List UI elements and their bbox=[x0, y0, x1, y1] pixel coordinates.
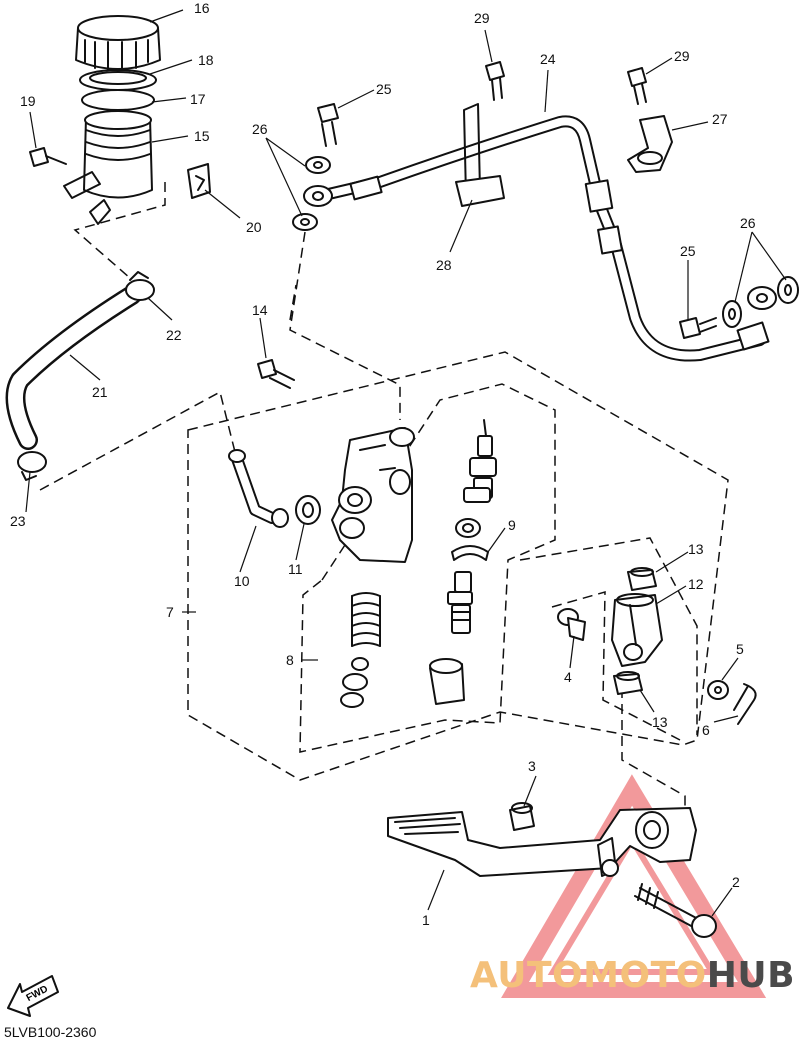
bolt-25-lower bbox=[679, 317, 717, 339]
callout-24: 24 bbox=[540, 51, 556, 67]
callout-labels: 16 18 17 19 15 20 29 24 29 25 27 26 28 2… bbox=[10, 0, 756, 928]
master-cylinder-body bbox=[331, 427, 415, 563]
watermark-text: AUTOMOTOHUB bbox=[470, 955, 795, 996]
nut-13-upper bbox=[627, 567, 657, 591]
callout-2: 2 bbox=[732, 874, 740, 890]
link-to-bolt14 bbox=[289, 284, 297, 321]
brake-pedal-1 bbox=[387, 807, 697, 877]
bolt-29-right bbox=[627, 67, 647, 105]
plate-17 bbox=[81, 89, 155, 111]
hose-21 bbox=[5, 285, 142, 450]
cotter-pin-6 bbox=[733, 683, 757, 725]
clevis-12 bbox=[611, 593, 663, 667]
pedal-link-outline bbox=[519, 537, 698, 735]
callout-21: 21 bbox=[92, 384, 108, 400]
callout-12: 12 bbox=[688, 576, 704, 592]
callout-27: 27 bbox=[712, 111, 728, 127]
watermark-text-a: AUTOMOTO bbox=[470, 955, 707, 996]
link-reservoir-hose bbox=[73, 182, 166, 279]
clamp-27 bbox=[627, 115, 673, 173]
callout-6: 6 bbox=[702, 722, 710, 738]
watermark-text-b: HUB bbox=[706, 955, 796, 996]
washer-5 bbox=[707, 680, 729, 700]
callout-29-right: 29 bbox=[674, 48, 690, 64]
callout-13-upper: 13 bbox=[688, 541, 704, 557]
nut-13-lower bbox=[613, 671, 643, 695]
bolt-2 bbox=[634, 883, 717, 938]
leader-lines bbox=[25, 9, 787, 917]
o-ring-11 bbox=[295, 495, 321, 525]
callout-23: 23 bbox=[10, 513, 26, 529]
spring-8 bbox=[340, 592, 381, 708]
link-hose-21-to-10 bbox=[39, 390, 236, 491]
callout-5: 5 bbox=[736, 641, 744, 657]
callout-15: 15 bbox=[194, 128, 210, 144]
callout-1: 1 bbox=[422, 912, 430, 928]
callout-16: 16 bbox=[194, 0, 210, 16]
callout-19: 19 bbox=[20, 93, 36, 109]
callout-10: 10 bbox=[234, 573, 250, 589]
nut-3 bbox=[509, 802, 535, 831]
reservoir-cap-16 bbox=[75, 15, 161, 71]
callout-26-lower: 26 bbox=[740, 215, 756, 231]
reservoir-tank-15 bbox=[63, 110, 153, 225]
fwd-arrow-icon: FWD bbox=[7, 975, 59, 1017]
callout-8: 8 bbox=[286, 652, 294, 668]
callout-9: 9 bbox=[508, 517, 516, 533]
callout-20: 20 bbox=[246, 219, 262, 235]
callout-22: 22 bbox=[166, 327, 182, 343]
link-hose-to-cylinder bbox=[289, 231, 401, 420]
callout-28: 28 bbox=[436, 257, 452, 273]
clamp-23 bbox=[17, 451, 47, 481]
callout-29-left: 29 bbox=[474, 10, 490, 26]
callout-13-lower: 13 bbox=[652, 714, 668, 730]
bolt-25-upper bbox=[317, 103, 339, 147]
callout-26-upper: 26 bbox=[252, 121, 268, 137]
clip-20 bbox=[187, 163, 211, 199]
callout-4: 4 bbox=[564, 669, 572, 685]
diaphragm-18 bbox=[79, 69, 157, 91]
callout-3: 3 bbox=[528, 758, 536, 774]
bracket-28 bbox=[455, 103, 505, 207]
callout-17: 17 bbox=[190, 91, 206, 107]
bolt-29-left bbox=[485, 61, 505, 101]
bolt-19 bbox=[29, 147, 67, 167]
callout-25-upper: 25 bbox=[376, 81, 392, 97]
washers-26-lower bbox=[722, 276, 799, 328]
brake-hose-24 bbox=[314, 115, 770, 362]
assembly-7-outline bbox=[187, 351, 729, 781]
callout-25-lower: 25 bbox=[680, 243, 696, 259]
callout-14: 14 bbox=[252, 302, 268, 318]
diagram-code: 5LVB100-2360 bbox=[4, 1024, 97, 1040]
banjo-fitting-upper bbox=[303, 185, 333, 207]
callout-18: 18 bbox=[198, 52, 214, 68]
clamp-22 bbox=[125, 271, 155, 301]
callout-11: 11 bbox=[288, 561, 303, 577]
banjo-fitting-lower bbox=[747, 286, 777, 310]
bolt-14 bbox=[257, 359, 295, 389]
piston-kit-internals bbox=[429, 419, 497, 705]
pin-4 bbox=[557, 608, 586, 641]
link-to-pedal bbox=[621, 688, 686, 815]
assembly-8-outline bbox=[299, 383, 556, 753]
hose-joint-10 bbox=[228, 449, 289, 528]
callout-7: 7 bbox=[166, 604, 174, 620]
washers-26-upper bbox=[292, 156, 331, 231]
